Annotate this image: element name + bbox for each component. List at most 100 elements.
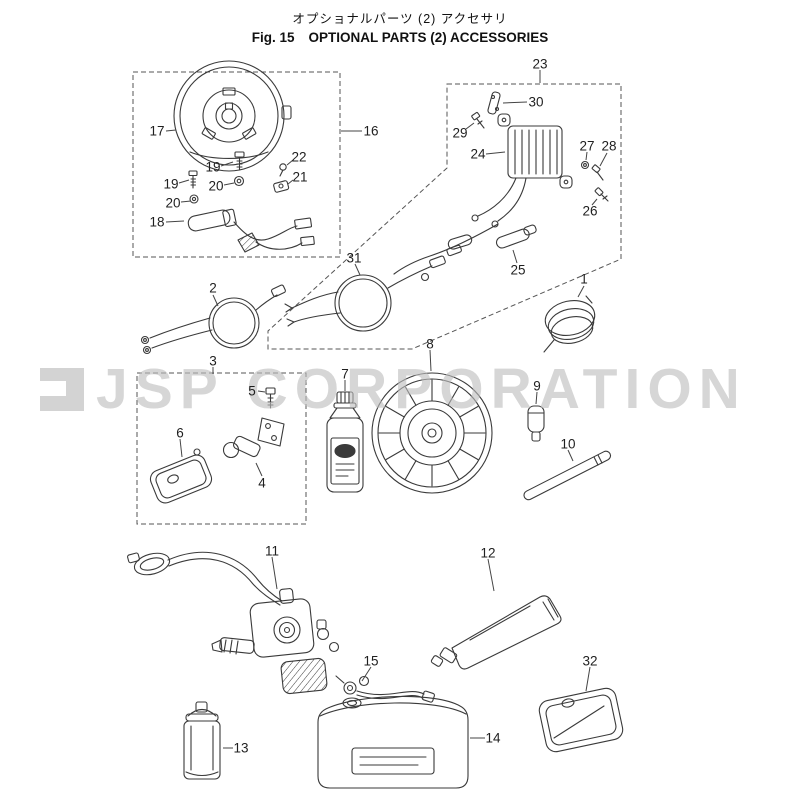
- group-box-23: [267, 83, 622, 350]
- part-number-2: 2: [209, 281, 217, 296]
- part-number-27: 27: [579, 139, 594, 154]
- part-number-16: 16: [363, 124, 378, 139]
- part-number-20: 20: [165, 196, 180, 211]
- part-number-12: 12: [480, 546, 495, 561]
- part-number-32: 32: [582, 654, 597, 669]
- figure-number: Fig. 15: [251, 30, 295, 45]
- part-drawing-washer-20: [233, 175, 245, 187]
- part-leader-2: [212, 294, 219, 307]
- part-drawing-spring-1: [543, 295, 596, 353]
- part-leader-17: [165, 129, 177, 132]
- part-number-17: 17: [149, 124, 164, 139]
- part-number-8: 8: [426, 337, 434, 352]
- part-number-28: 28: [601, 139, 616, 154]
- part-leader-5: [257, 390, 266, 393]
- part-drawing-primer-pump-11: [127, 551, 340, 695]
- figure-title-text: OPTIONAL PARTS (2) ACCESSORIES: [308, 30, 549, 45]
- part-drawing-screw-22: [279, 163, 287, 177]
- part-number-25: 25: [510, 263, 525, 278]
- part-drawing-harness-2: [140, 284, 286, 355]
- part-leader-6: [179, 438, 183, 458]
- part-leader-21: [287, 179, 294, 185]
- part-drawing-pouch-32: [538, 687, 624, 753]
- watermark-text: JSP CORPORATION: [96, 357, 747, 421]
- part-drawing-fuel-line-15: [335, 675, 435, 703]
- part-leader-9: [535, 391, 538, 405]
- part-number-18: 18: [149, 215, 164, 230]
- part-drawing-screw-19: [188, 170, 198, 189]
- figure-title-japanese: オプショナルパーツ (2) アクセサリ: [292, 12, 508, 26]
- part-drawing-bracket-30: [487, 91, 501, 115]
- part-number-6: 6: [176, 426, 184, 441]
- part-drawing-washer-20: [189, 194, 199, 204]
- part-leader-12: [487, 558, 495, 592]
- part-leader-29: [465, 122, 475, 130]
- part-leader-20: [180, 200, 192, 203]
- part-number-11: 11: [265, 544, 279, 559]
- part-drawing-sealant-tube-12: [430, 595, 562, 670]
- part-number-19: 19: [163, 177, 178, 192]
- part-drawing-ignition-coil-18: [187, 208, 315, 253]
- part-drawing-screw-29: [471, 111, 485, 129]
- part-number-14: 14: [485, 731, 501, 746]
- part-number-19: 19: [205, 160, 220, 175]
- part-drawing-screw-5: [265, 387, 276, 409]
- part-drawing-plate-6: [149, 448, 213, 504]
- part-leader-18: [165, 220, 185, 223]
- part-number-26: 26: [582, 204, 597, 219]
- group-box-16: [132, 71, 341, 258]
- part-leader-24: [485, 151, 506, 155]
- part-drawing-screw-19: [234, 151, 245, 171]
- part-leader-11: [271, 556, 278, 590]
- part-number-21: 21: [292, 170, 307, 185]
- watermark-logo-icon: [40, 368, 84, 411]
- part-number-13: 13: [233, 741, 248, 756]
- part-number-1: 1: [580, 272, 588, 287]
- part-leader-27: [585, 151, 588, 161]
- part-drawing-rectifier-24: [471, 113, 573, 228]
- part-number-3: 3: [209, 354, 217, 369]
- part-drawing-cap-9: [527, 405, 545, 442]
- part-leader-30: [502, 101, 528, 104]
- part-drawing-screw-26: [594, 187, 609, 202]
- part-drawing-rod-10: [523, 450, 612, 501]
- part-number-29: 29: [452, 126, 467, 141]
- part-number-5: 5: [248, 384, 256, 399]
- part-drawing-spray-can-13: [183, 701, 221, 780]
- part-drawing-clip-21: [273, 180, 290, 193]
- part-leader-32: [585, 666, 591, 692]
- part-leader-26: [591, 198, 598, 206]
- part-leader-25: [512, 249, 518, 264]
- part-leader-20: [223, 182, 235, 186]
- part-number-10: 10: [560, 437, 575, 452]
- part-number-23: 23: [532, 57, 547, 72]
- part-drawing-washer-27: [580, 160, 590, 170]
- part-leader-19: [220, 161, 234, 167]
- part-number-20: 20: [208, 179, 223, 194]
- part-leader-8: [429, 349, 432, 372]
- part-drawing-fitting-4: [222, 417, 285, 459]
- figure-header: オプショナルパーツ (2) アクセサリ Fig. 15 OPTIONAL PART…: [0, 8, 800, 45]
- part-number-31: 31: [346, 251, 361, 266]
- part-drawing-pulley-8: [371, 372, 493, 494]
- part-number-15: 15: [363, 654, 378, 669]
- part-drawing-flywheel-17: [173, 60, 292, 172]
- part-drawing-lead-wire-fuse-25: [393, 223, 537, 275]
- part-leader-28: [599, 152, 608, 167]
- part-drawing-harness-31: [284, 244, 462, 332]
- part-leader-1: [577, 285, 585, 298]
- watermark: JSP CORPORATION: [40, 357, 747, 421]
- part-number-9: 9: [533, 379, 541, 394]
- part-number-30: 30: [528, 95, 543, 110]
- part-number-24: 24: [470, 147, 486, 162]
- part-leader-31: [354, 263, 361, 276]
- part-drawing-screw-28: [591, 164, 604, 181]
- part-leader-15: [361, 666, 372, 682]
- part-leader-4: [255, 462, 263, 477]
- part-number-22: 22: [291, 150, 306, 165]
- part-drawing-fuel-tank-14: [317, 695, 469, 789]
- part-number-4: 4: [258, 476, 266, 491]
- part-drawing-oil-bottle-7: [326, 391, 364, 493]
